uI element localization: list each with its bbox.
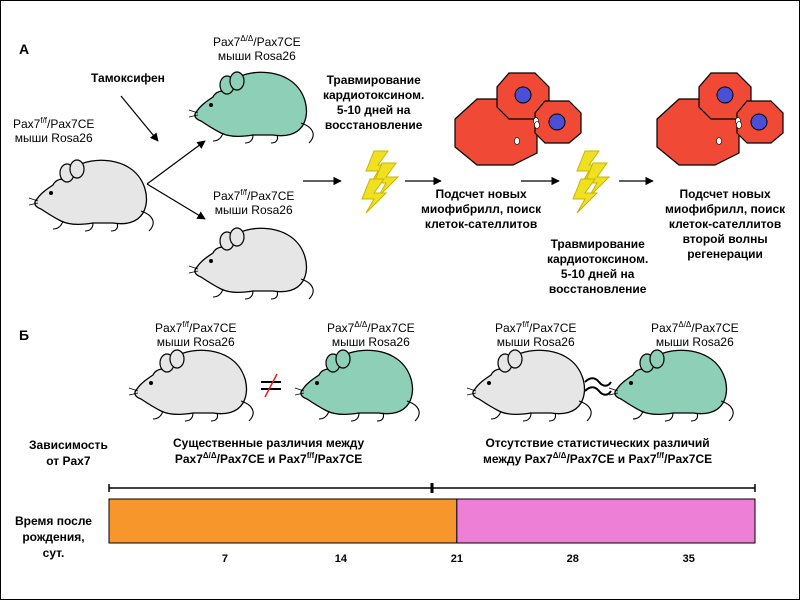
- timeline-tick-label: 7: [221, 553, 228, 565]
- mouse-start-ff: [28, 159, 154, 232]
- mouse-ff-a: [188, 227, 314, 300]
- tamoxifen-label: Тамоксифен: [91, 71, 165, 85]
- branch-arrow-down: [146, 183, 206, 220]
- ff-mouse-label: Pax7f/f/Pax7CE мыши Rosa26: [213, 188, 295, 218]
- timeline-tick-label: 28: [566, 553, 579, 565]
- branch-arrow-up: [146, 140, 206, 185]
- timeline-phase-1: [108, 498, 458, 544]
- mouse-ff-b2: [466, 349, 592, 422]
- no-difference-statement: Отсутствие статистических различий между…: [483, 436, 713, 466]
- mouse-delta-b1: [294, 349, 420, 422]
- delta-mouse-label: Pax7Δ/Δ/Pax7CE мыши Rosa26: [213, 34, 301, 64]
- timeline-tick-label: 21: [450, 553, 463, 565]
- timeline-tick-label: 14: [334, 553, 348, 565]
- myofiber-cluster-2: [656, 72, 784, 166]
- tamoxifen-arrow: [120, 95, 159, 142]
- mouse4-label: Pax7Δ/Δ/Pax7CE мыши Rosa26: [651, 320, 739, 350]
- mouse-delta-b2: [608, 349, 734, 422]
- not-equal-icon: [261, 373, 281, 398]
- panel-a-label: А: [19, 41, 30, 57]
- myofiber-cluster-1: [454, 72, 582, 166]
- mouse3-label: Pax7f/f/Pax7CE мыши Rosa26: [495, 320, 577, 350]
- mouse-delta-a: [188, 71, 314, 144]
- difference-statement: Существенные различия между Pax7Δ/Δ/Pax7…: [173, 436, 365, 466]
- timeline-bracket: [108, 483, 756, 493]
- mouse1-label: Pax7f/f/Pax7CE мыши Rosa26: [155, 320, 237, 350]
- timeline-phase-2: [456, 498, 756, 544]
- mouse-ff-b1: [128, 349, 254, 422]
- approx-icon: [584, 377, 612, 396]
- mouse2-label: Pax7Δ/Δ/Pax7CE мыши Rosa26: [327, 320, 415, 350]
- lightning-bolt-icon-1: [361, 150, 399, 214]
- start-mouse-label: Pax7f/f/Pax7CE мыши Rosa26: [13, 116, 95, 146]
- lightning-bolt-icon-2: [572, 150, 610, 214]
- timeline-tick-label: 35: [682, 553, 695, 565]
- panel-b-label: Б: [19, 327, 30, 343]
